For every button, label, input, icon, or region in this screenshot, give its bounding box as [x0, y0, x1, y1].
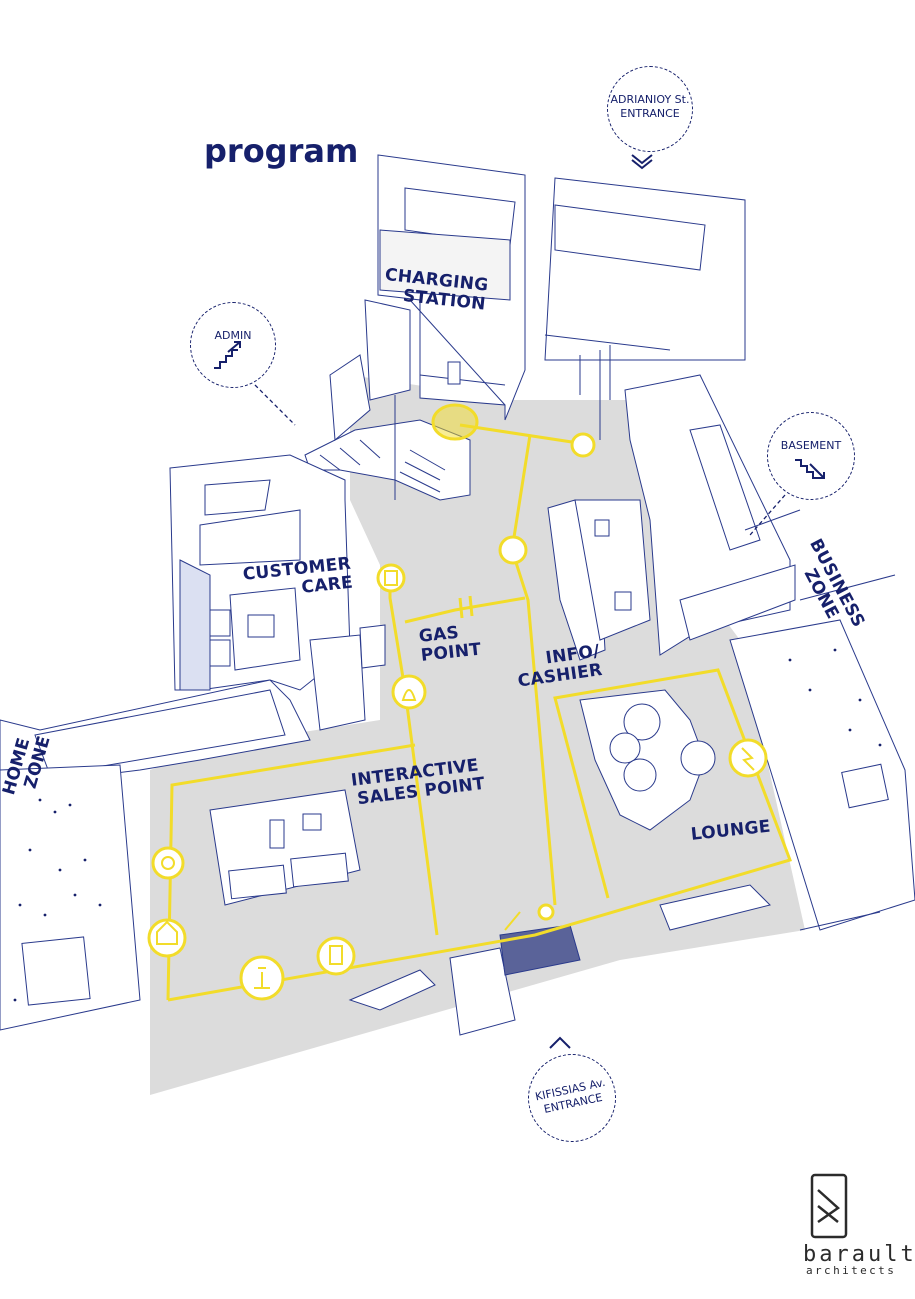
plug-icon [570, 432, 596, 458]
chevron-up-icon [549, 1036, 571, 1049]
basement-badge: BASEMENT [767, 412, 855, 500]
route-gaps [458, 595, 474, 619]
page-title: program [204, 132, 359, 170]
top-entrance-line2: ENTRANCE [620, 107, 680, 120]
wall-details [13, 648, 882, 1002]
chevron-down-icon [631, 154, 653, 170]
document-icon [316, 936, 356, 976]
admin-label: ADMIN [214, 329, 252, 342]
receipt-icon [376, 563, 406, 593]
house-icon [147, 918, 187, 958]
flame-icon [391, 674, 427, 710]
station-icons [147, 403, 768, 1001]
logo-sub: architects [806, 1264, 897, 1277]
icon-glyphs [156, 570, 755, 989]
basement-label: BASEMENT [780, 439, 842, 452]
top-entrance-badge: ADRIANIOY St. ENTRANCE [607, 66, 693, 152]
switch-icon [537, 903, 555, 921]
fuel-icon [431, 403, 479, 441]
logo-name: barault [803, 1242, 915, 1267]
power-icon [151, 846, 185, 880]
logo-mark [810, 1173, 848, 1239]
admin-badge: ADMIN [190, 302, 276, 388]
top-entrance-line1: ADRIANIOY St. [610, 93, 690, 106]
smiley-icon [498, 535, 528, 565]
building-linework [0, 154, 915, 1036]
zone-label-gas-point: GAS POINT [418, 622, 482, 666]
